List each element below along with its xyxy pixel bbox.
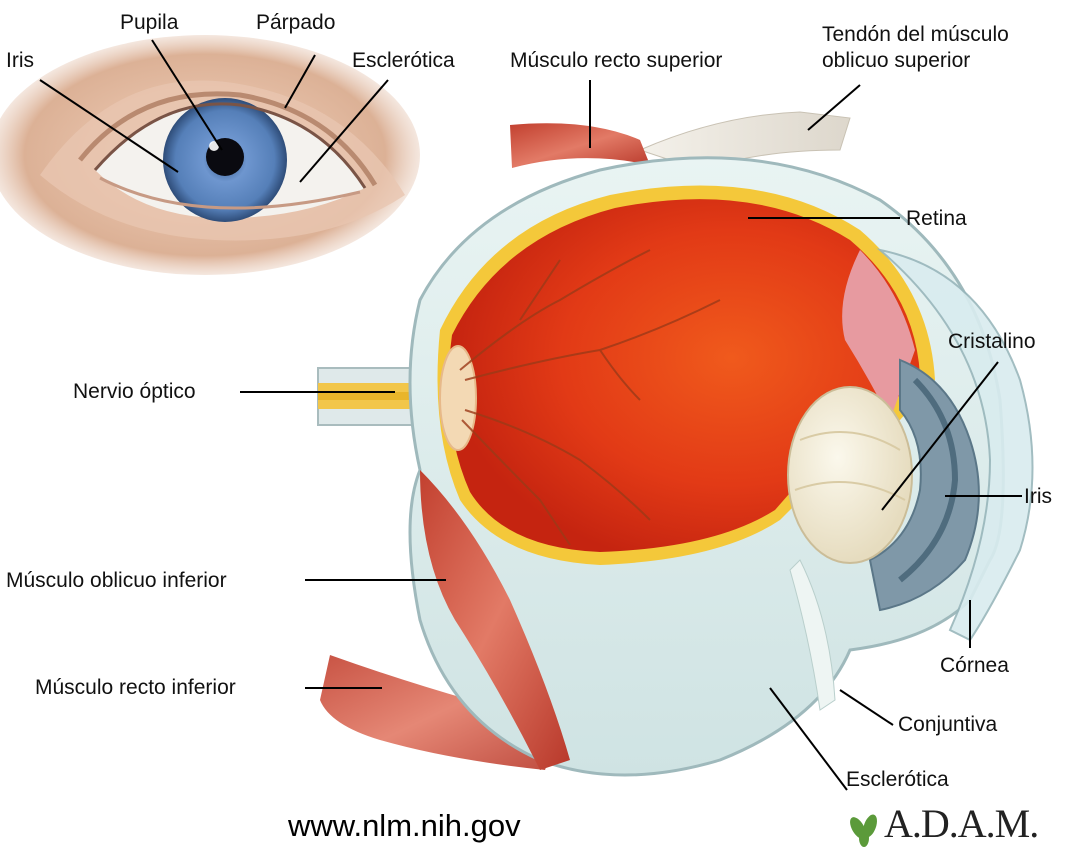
label-iris-external: Iris — [6, 50, 34, 71]
lens — [788, 387, 912, 563]
label-cristalino: Cristalino — [948, 331, 1036, 352]
label-pupila: Pupila — [120, 12, 178, 33]
label-musculo-recto-inferior: Músculo recto inferior — [35, 677, 236, 698]
label-tendon-oblicuo-superior: Tendón del músculo oblicuo superior — [822, 22, 1009, 74]
label-musculo-oblicuo-inferior: Músculo oblicuo inferior — [6, 570, 227, 591]
label-parpado: Párpado — [256, 12, 335, 33]
label-nervio-optico: Nervio óptico — [73, 381, 196, 402]
adam-logo-text: A.D.A.M. — [884, 800, 1038, 847]
label-conjuntiva: Conjuntiva — [898, 714, 997, 735]
label-musculo-recto-superior: Músculo recto superior — [510, 50, 722, 71]
label-retina: Retina — [906, 208, 967, 229]
superior-rectus-muscle — [510, 123, 650, 168]
label-esclerotica-internal: Esclerótica — [846, 769, 949, 790]
label-iris-internal: Iris — [1024, 486, 1052, 507]
label-esclerotica-external: Esclerótica — [352, 50, 455, 71]
label-cornea: Córnea — [940, 655, 1009, 676]
adam-logo: A.D.A.M. — [846, 800, 1056, 846]
source-url: www.nlm.nih.gov — [288, 808, 521, 844]
